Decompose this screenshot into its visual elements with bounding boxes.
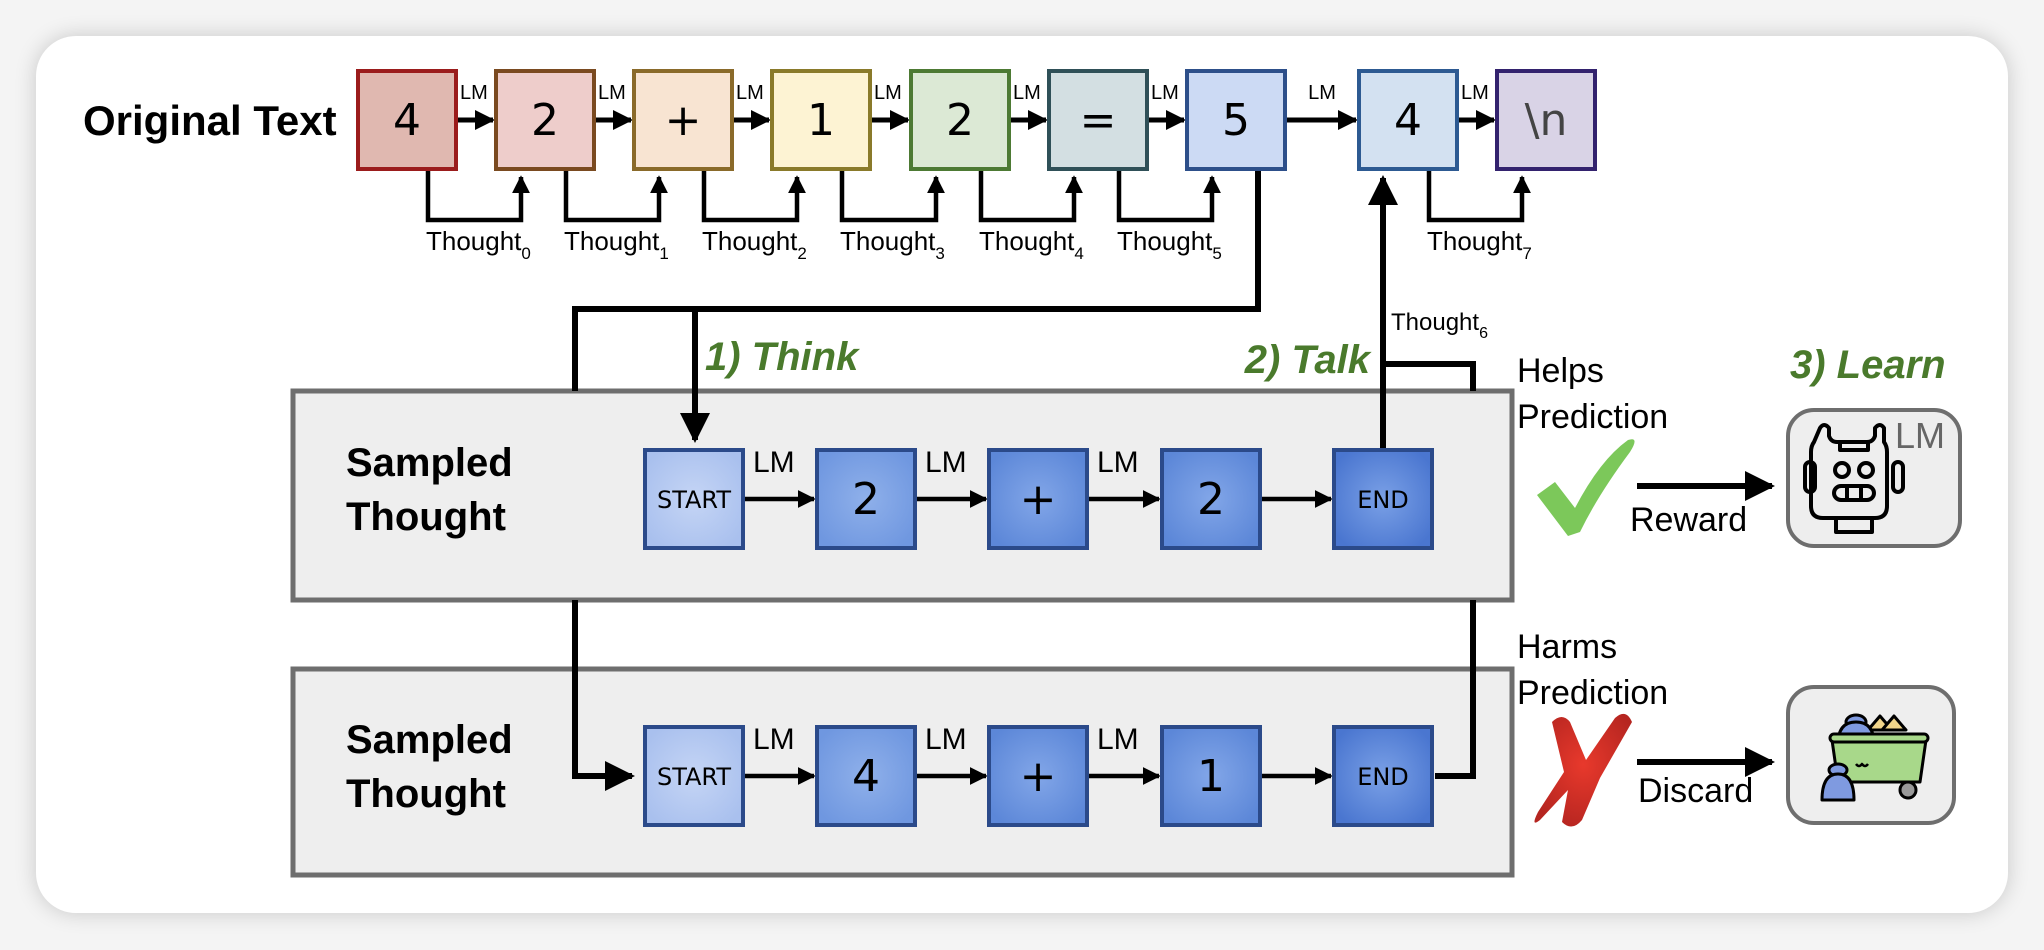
trash-bin-icon: [1820, 713, 1930, 802]
end-token: END: [1332, 725, 1434, 827]
lm-label: LM: [736, 82, 764, 104]
lm-label: LM: [925, 446, 967, 479]
thought-loop-arrow: [1116, 171, 1221, 223]
original-token-text: 4: [1394, 95, 1422, 146]
thought-loop-arrow: [425, 171, 530, 223]
step-think-label: 1) Think: [705, 335, 860, 379]
thought-token: +: [987, 448, 1089, 550]
think-connector: [572, 171, 1261, 391]
thought-token-text: END: [1357, 486, 1409, 514]
trash-box: [1786, 685, 1956, 825]
thought-token: +: [987, 725, 1089, 827]
thought-label: Thought2: [702, 226, 807, 263]
original-token-box: 2: [909, 69, 1011, 171]
check-icon: [1537, 439, 1635, 536]
lm-label: LM: [1097, 446, 1139, 479]
thought-loop-arrow: [701, 171, 806, 223]
lm-label: LM: [1013, 82, 1041, 104]
talk-branch: [1383, 361, 1476, 391]
original-token-box: 1: [770, 69, 872, 171]
thought-token: 1: [1160, 725, 1262, 827]
thought-loop-arrow: [978, 171, 1083, 223]
sampled-thought-label: Thought: [346, 772, 506, 816]
original-token-text: +: [665, 95, 702, 146]
thought-label: Thought5: [1117, 226, 1222, 263]
original-token-box: 4: [1357, 69, 1459, 171]
sampled-thought-label: Sampled: [346, 718, 513, 762]
lm-label: LM: [1097, 723, 1139, 756]
step-talk-label: 2) Talk: [1244, 338, 1372, 382]
thought-token-text: 2: [852, 474, 880, 525]
robot-lm-label: LM: [1895, 415, 1945, 456]
original-token-box: =: [1047, 69, 1149, 171]
lm-label: LM: [1151, 82, 1179, 104]
thought-token: 4: [815, 725, 917, 827]
panel-2-feed: [572, 600, 635, 791]
original-token-text: \n: [1525, 95, 1568, 146]
lm-label: LM: [1461, 82, 1489, 104]
thought-token: 2: [1160, 448, 1262, 550]
lm-label: LM: [753, 723, 795, 756]
robot-lm-box: LM: [1786, 408, 1962, 548]
harms-label: Harms: [1517, 628, 1617, 666]
thought-loop-arrow: [563, 171, 668, 223]
thought-label: Thought0: [426, 226, 531, 263]
thought-token-text: +: [1020, 751, 1057, 802]
reward-label: Reward: [1630, 501, 1747, 539]
original-token-box: 4: [356, 69, 458, 171]
thought-token-text: START: [657, 486, 731, 514]
sampled-thought-label: Sampled: [346, 441, 513, 485]
prediction-label-1: Prediction: [1517, 398, 1668, 436]
prediction-label-2: Prediction: [1517, 674, 1668, 712]
robot-icon: [1803, 423, 1905, 534]
lm-label: LM: [460, 82, 488, 104]
thought-loop-arrow: [1426, 171, 1531, 223]
thought-token-text: +: [1020, 474, 1057, 525]
thought-6-label: Thought6: [1391, 309, 1488, 342]
thought-label: Thought3: [840, 226, 945, 263]
thought-label: Thought1: [564, 226, 669, 263]
original-token-text: 2: [531, 95, 559, 146]
sampled-thought-label: Thought: [346, 495, 506, 539]
start-token: START: [643, 448, 745, 550]
thought-token-text: START: [657, 763, 731, 791]
original-token-text: 4: [393, 95, 421, 146]
panel-2-end-connector: [1435, 600, 1476, 779]
thought-token-text: 1: [1197, 751, 1225, 802]
thought-token-text: 2: [1197, 474, 1225, 525]
lm-label: LM: [598, 82, 626, 104]
end-token: END: [1332, 448, 1434, 550]
thought-token-text: 4: [852, 751, 880, 802]
cross-icon: [1534, 713, 1632, 827]
thought-token-text: END: [1357, 763, 1409, 791]
lm-label: LM: [925, 723, 967, 756]
thought-label: Thought4: [979, 226, 1084, 263]
original-token-text: 1: [807, 95, 835, 146]
thought-label: Thought7: [1427, 226, 1532, 263]
thought-loop-arrow: [839, 171, 945, 223]
original-token-box: 2: [494, 69, 596, 171]
lm-label: LM: [753, 446, 795, 479]
original-token-text: 5: [1222, 95, 1250, 146]
thought-loops: Thought0 Thought1 Thought2 Thought3 Thought4…: [425, 171, 1532, 263]
original-token-text: =: [1080, 95, 1117, 146]
discard-label: Discard: [1638, 772, 1753, 810]
original-token-row: 4 LM 2 LM + LM 1 LM 2 LM = LM 5 LM 4 LM \n: [356, 69, 1597, 171]
lm-label: LM: [1308, 82, 1336, 104]
original-token-box: \n: [1495, 69, 1597, 171]
thought-token: 2: [815, 448, 917, 550]
start-token: START: [643, 725, 745, 827]
connectors: [572, 171, 1476, 791]
original-token-text: 2: [946, 95, 974, 146]
lm-label: LM: [874, 82, 902, 104]
original-text-label: Original Text: [83, 97, 337, 144]
original-token-box: 5: [1185, 69, 1287, 171]
helps-label: Helps: [1517, 352, 1604, 390]
original-token-box: +: [632, 69, 734, 171]
step-learn-label: 3) Learn: [1790, 343, 1946, 387]
